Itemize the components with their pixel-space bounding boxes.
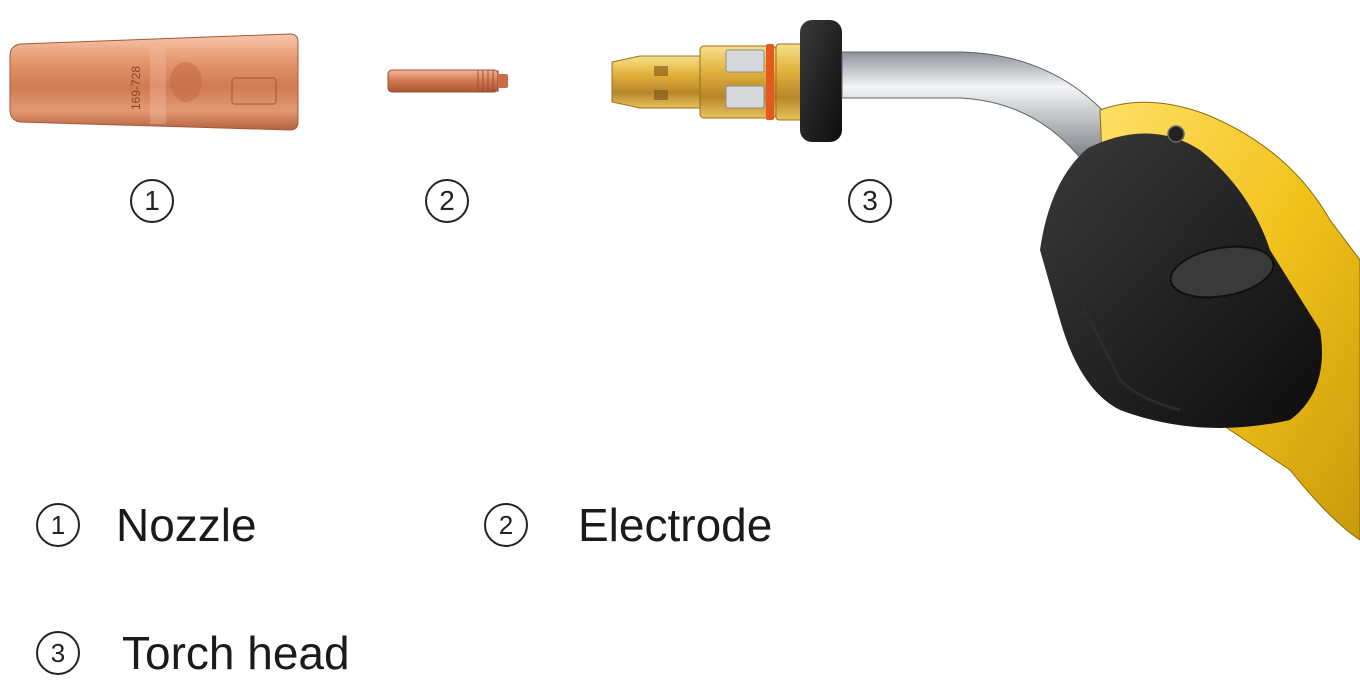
legend-item-nozzle: 1 Nozzle	[36, 498, 257, 552]
nozzle-part: 169-728	[9, 33, 299, 131]
legend-marker-2: 2	[484, 503, 528, 547]
legend-label-electrode: Electrode	[578, 499, 773, 551]
electrode-part	[387, 69, 508, 93]
marker-3: 3	[848, 179, 892, 223]
nozzle-engraving: 169-728	[129, 66, 143, 110]
marker-1: 1	[130, 179, 174, 223]
legend-marker-3: 3	[36, 631, 80, 675]
legend-marker-1: 1	[36, 503, 80, 547]
legend-label-nozzle: Nozzle	[116, 499, 257, 551]
legend-item-torch-head: 3 Torch head	[36, 626, 350, 680]
legend-item-electrode: 2 Electrode	[484, 498, 772, 552]
legend-label-torch-head: Torch head	[122, 627, 350, 679]
marker-2: 2	[425, 179, 469, 223]
torch-head-part	[611, 20, 1360, 541]
